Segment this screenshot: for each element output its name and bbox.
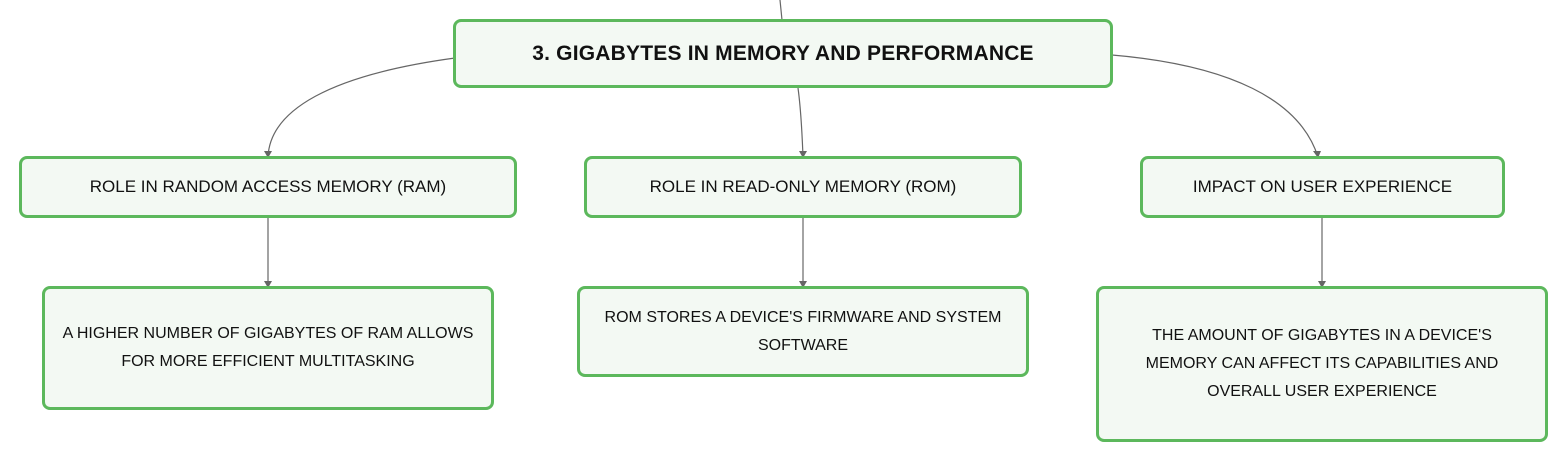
detail-node-text: THE AMOUNT OF GIGABYTES IN A DEVICE'S ME… bbox=[1145, 327, 1499, 400]
branch-node-label: IMPACT ON USER EXPERIENCE bbox=[1192, 177, 1453, 196]
connector-parent-to-root bbox=[779, 0, 783, 21]
detail-node-text: A HIGHER NUMBER OF GIGABYTES OF RAM ALLO… bbox=[62, 325, 474, 370]
branch-node-ram[interactable]: ROLE IN RANDOM ACCESS MEMORY (RAM) bbox=[19, 156, 517, 218]
detail-node-rom[interactable]: ROM STORES A DEVICE'S FIRMWARE AND SYSTE… bbox=[577, 286, 1029, 377]
connector-root-to-rom bbox=[797, 87, 804, 158]
arrowhead-rom bbox=[799, 151, 807, 158]
detail-node-text: ROM STORES A DEVICE'S FIRMWARE AND SYSTE… bbox=[604, 308, 1002, 354]
connector-root-to-ux bbox=[1111, 54, 1319, 158]
root-node-label: 3. GIGABYTES IN MEMORY AND PERFORMANCE bbox=[532, 41, 1034, 65]
branch-node-user-experience[interactable]: IMPACT ON USER EXPERIENCE bbox=[1140, 156, 1505, 218]
connector-root-to-ram bbox=[267, 57, 456, 158]
root-node[interactable]: 3. GIGABYTES IN MEMORY AND PERFORMANCE bbox=[453, 19, 1113, 88]
branch-node-label: ROLE IN RANDOM ACCESS MEMORY (RAM) bbox=[89, 177, 447, 196]
branch-node-rom[interactable]: ROLE IN READ-ONLY MEMORY (ROM) bbox=[584, 156, 1022, 218]
arrowhead-rom-detail bbox=[799, 281, 807, 288]
detail-node-ram[interactable]: A HIGHER NUMBER OF GIGABYTES OF RAM ALLO… bbox=[42, 286, 494, 410]
arrowhead-ram-detail bbox=[264, 281, 272, 288]
branch-node-label: ROLE IN READ-ONLY MEMORY (ROM) bbox=[649, 177, 957, 196]
arrowhead-ram bbox=[264, 151, 272, 158]
detail-node-user-experience[interactable]: THE AMOUNT OF GIGABYTES IN A DEVICE'S ME… bbox=[1096, 286, 1548, 442]
arrowhead-ux bbox=[1313, 151, 1321, 158]
arrowhead-ux-detail bbox=[1318, 281, 1326, 288]
